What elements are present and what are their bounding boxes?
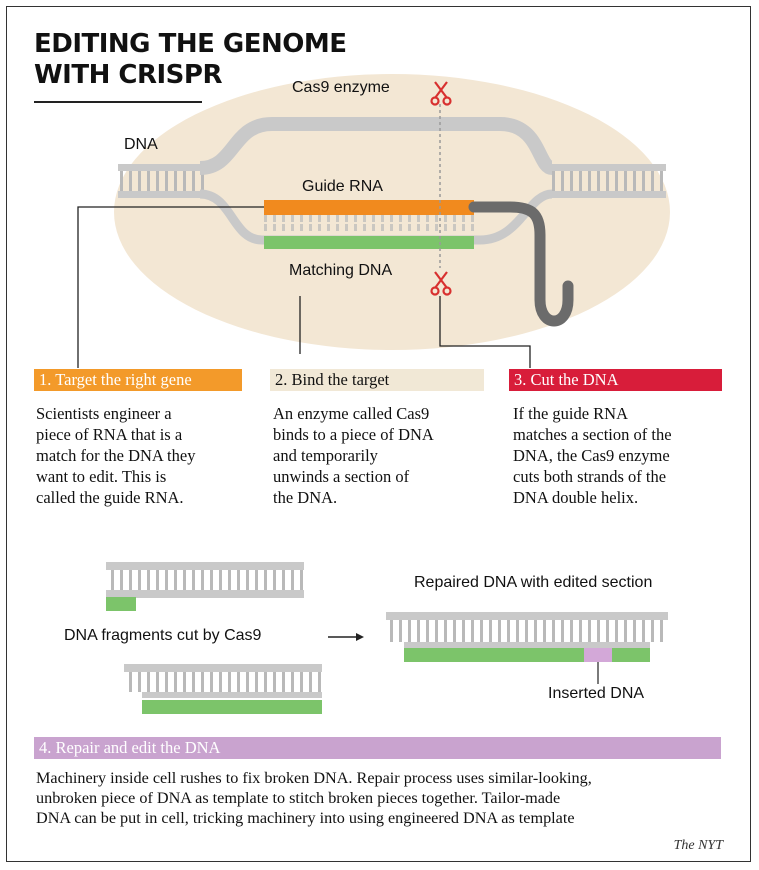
step1-line: Scientists engineer a	[36, 404, 172, 423]
label-guide-rna: Guide RNA	[302, 178, 383, 195]
dna-fragment-2	[124, 664, 322, 714]
step3-line: DNA, the Cas9 enzyme	[513, 446, 670, 465]
step2-line: the DNA.	[273, 488, 338, 507]
dna-helix-right	[548, 164, 666, 198]
page-title: EDITING THE GENOME	[34, 29, 347, 59]
step1-line: want to edit. This is	[36, 467, 167, 486]
step3-line: cuts both strands of the	[513, 467, 667, 486]
label-cas9-enzyme: Cas9 enzyme	[292, 79, 390, 96]
cas9-tail	[468, 201, 574, 327]
step4-body: Machinery inside cell rushes to fix brok…	[36, 768, 592, 828]
scissors-icon	[430, 271, 452, 296]
step2-heading: 2. Bind the target	[270, 369, 484, 391]
step4-line: Machinery inside cell rushes to fix brok…	[36, 769, 592, 787]
leader-line-step1	[77, 206, 264, 368]
page-title-line2: WITH CRISPR	[34, 60, 222, 90]
step2-line: binds to a piece of DNA	[273, 425, 434, 444]
label-matching-dna: Matching DNA	[289, 262, 393, 279]
step1-line: piece of RNA that is a	[36, 425, 183, 444]
step2-line: An enzyme called Cas9	[273, 404, 430, 423]
repaired-dna	[386, 612, 668, 662]
title-underline	[34, 101, 202, 103]
dna-helix-left	[118, 164, 206, 198]
scissors-icon	[430, 81, 452, 106]
step3-heading: 3. Cut the DNA	[509, 369, 722, 391]
step4-line: unbroken piece of DNA as template to sti…	[36, 789, 561, 807]
step3-line: If the guide RNA	[513, 404, 629, 423]
dna-fragment-1	[106, 562, 304, 611]
source-credit: The NYT	[673, 838, 723, 853]
step2-body: An enzyme called Cas9 binds to a piece o…	[273, 403, 434, 508]
infographic-frame	[6, 6, 751, 862]
step3-line: DNA double helix.	[513, 488, 639, 507]
step2-line: unwinds a section of	[273, 467, 410, 486]
step1-body: Scientists engineer a piece of RNA that …	[36, 403, 195, 508]
inserted-dna-segment	[584, 648, 612, 662]
label-dna-fragments: DNA fragments cut by Cas9	[64, 627, 262, 644]
dna-top-strand	[199, 117, 555, 175]
label-dna: DNA	[124, 136, 158, 153]
step3-body: If the guide RNA matches a section of th…	[513, 403, 672, 508]
guide-rna-strand	[264, 200, 474, 215]
step2-line: and temporarily	[273, 446, 378, 465]
step4-line: DNA can be put in cell, tricking machine…	[36, 809, 575, 827]
matching-dna-strand	[264, 236, 474, 249]
step3-line: matches a section of the	[513, 425, 672, 444]
label-repaired-dna: Repaired DNA with edited section	[414, 574, 653, 591]
step4-heading: 4. Repair and edit the DNA	[34, 737, 721, 759]
arrow-right-icon	[328, 633, 364, 641]
label-inserted-dna: Inserted DNA	[548, 685, 645, 702]
step1-heading: 1. Target the right gene	[34, 369, 242, 391]
leader-line-step3	[439, 296, 531, 368]
step1-line: match for the DNA they	[36, 446, 196, 465]
step1-line: called the guide RNA.	[36, 488, 184, 507]
